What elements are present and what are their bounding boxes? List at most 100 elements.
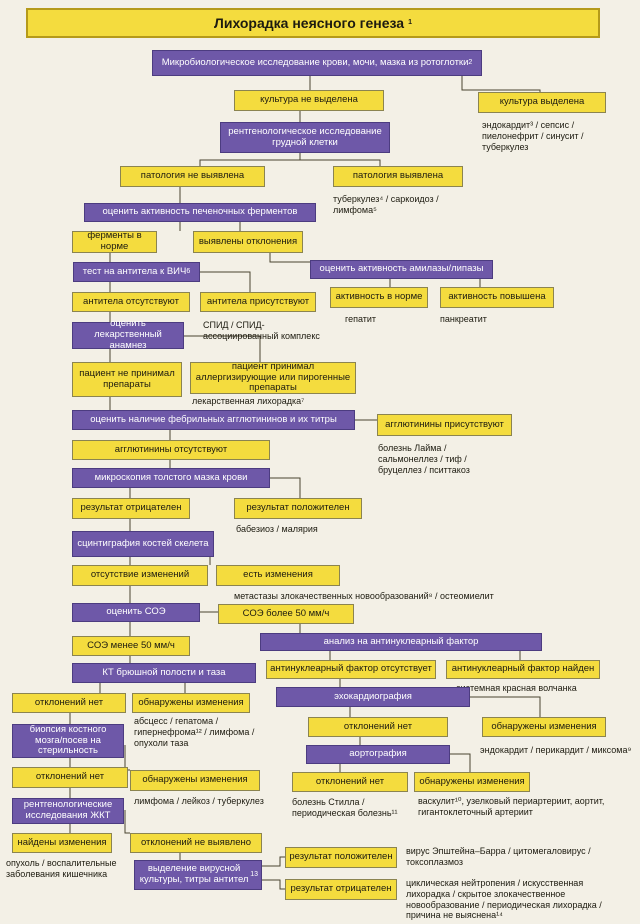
node-liver-label: оценить активность печеночных ферментов xyxy=(102,206,298,218)
node-smear: микроскопия толстого мазка крови xyxy=(72,468,270,488)
node-no-drug: пациент не принимал препараты xyxy=(72,362,182,397)
node-gi: рентгенологические исследования ЖКТ xyxy=(12,798,124,824)
node-enz-abn: выявлены отклонения xyxy=(193,231,303,253)
node-scint-label: сцинтиграфия костей скелета xyxy=(77,537,209,549)
note-gi: опухоль / воспалительные заболевания киш… xyxy=(6,858,117,879)
node-amyl-norm-label: активность в норме xyxy=(335,291,423,303)
note-echo: эндокардит / перикардит / миксома⁹ xyxy=(480,745,632,755)
node-esr: оценить СОЭ xyxy=(72,603,200,622)
node-smear-label: микроскопия толстого мазка крови xyxy=(94,471,248,483)
node-aorto-neg: отклонений нет xyxy=(292,772,408,792)
node-esr-lo-label: СОЭ менее 50 мм/ч xyxy=(87,639,175,651)
node-aggl: оценить наличие фебрильных агглютининов … xyxy=(72,410,355,430)
node-cult-pos: культура выделена xyxy=(478,92,606,113)
node-yes-drug: пациент принимал аллергизирующие или пир… xyxy=(190,360,356,394)
node-viral-label: выделение вирусной культуры, титры антит… xyxy=(139,863,249,885)
node-echo-neg-label: отклонений нет xyxy=(343,720,413,732)
node-hiv-label: тест на антитела к ВИЧ xyxy=(82,265,187,277)
note-smear: бабезиоз / малярия xyxy=(236,524,318,534)
node-esr-hi: СОЭ более 50 мм/ч xyxy=(218,604,354,624)
node-ana-pos-label: антинуклеарный фактор найден xyxy=(451,663,595,675)
node-aorto-pos: обнаружены изменения xyxy=(414,772,530,792)
note-scint: метастазы злокачественных новообразовани… xyxy=(234,591,494,601)
node-no-drug-label: пациент не принимал препараты xyxy=(79,367,175,390)
node-xray-label: рентгенологическое исследование грудной … xyxy=(228,125,382,148)
node-ana-neg-label: антинуклеарный фактор отсутствует xyxy=(270,663,432,675)
node-yes-drug-label: пациент принимал аллергизирующие или пир… xyxy=(195,360,351,394)
node-amylase-label: оценить активность амилазы/липазы xyxy=(319,263,484,275)
note-bio: лимфома / лейкоз / туберкулез xyxy=(134,796,264,806)
node-ab-neg-label: антитела отсутствуют xyxy=(83,295,179,307)
node-echo-label: эхокардиография xyxy=(334,690,412,702)
node-scint-none: отсутствие изменений xyxy=(72,565,208,586)
node-ab-neg: антитела отсутствуют xyxy=(72,292,190,312)
node-micro-label: Микробиологическое исследование крови, м… xyxy=(161,56,469,68)
node-esr-lo: СОЭ менее 50 мм/ч xyxy=(72,636,190,656)
note-pancr: панкреатит xyxy=(440,314,487,324)
node-gi-neg: отклонений не выявлено xyxy=(130,833,262,853)
node-ana-label: анализ на антинуклеарный фактор xyxy=(323,635,479,647)
node-aggl-pos-label: агглютинины присутствуют xyxy=(385,418,504,430)
note-final: циклическая нейтропения / искусственная … xyxy=(406,878,602,921)
node-biopsy-label: биопсия костного мозга/посев на стерильн… xyxy=(29,723,107,757)
node-enz-abn-label: выявлены отклонения xyxy=(198,235,298,247)
node-aggl-neg-label: агглютинины отсутствуют xyxy=(114,443,228,455)
node-amyl-norm: активность в норме xyxy=(330,287,428,308)
node-path-neg: патология не выявлена xyxy=(120,166,265,187)
node-scint-yes-label: есть изменения xyxy=(243,569,313,581)
note-ct: абсцесс / гепатома / гипернефрома¹² / ли… xyxy=(134,716,255,748)
node-aggl-neg: агглютинины отсутствуют xyxy=(72,440,270,460)
node-ana-neg: антинуклеарный фактор отсутствует xyxy=(266,660,436,679)
node-viral: выделение вирусной культуры, титры антит… xyxy=(134,860,262,890)
node-gi-label: рентгенологические исследования ЖКТ xyxy=(23,799,113,821)
node-ct-neg-label: отклонений нет xyxy=(34,696,104,708)
node-path-pos-label: патология выявлена xyxy=(352,170,444,182)
node-path-pos: патология выявлена xyxy=(333,166,463,187)
note-aids: СПИД / СПИД-ассоциированный комплекс xyxy=(203,320,320,341)
note-path: туберкулез⁴ / саркоидоз / лимфома⁵ xyxy=(333,194,439,215)
node-smear-neg: результат отрицателен xyxy=(72,498,190,519)
node-ab-pos-label: антитела присутствуют xyxy=(206,295,310,307)
note-aggl: болезнь Лайма / сальмонеллез / тиф / бру… xyxy=(378,443,470,475)
node-micro: Микробиологическое исследование крови, м… xyxy=(152,50,482,76)
node-path-neg-label: патология не выявлена xyxy=(140,170,245,182)
node-cult-pos-label: культура выделена xyxy=(499,96,585,108)
node-ct: КТ брюшной полости и таза xyxy=(72,663,256,683)
node-gi-pos: найдены изменения xyxy=(12,833,112,853)
node-ct-label: КТ брюшной полости и таза xyxy=(102,666,226,678)
node-cult-neg: культура не выделена xyxy=(234,90,384,111)
node-liver: оценить активность печеночных ферментов xyxy=(84,203,316,222)
note-still: болезнь Стилла / периодическая болезнь¹¹ xyxy=(292,797,398,818)
node-drug: оценить лекарственный анамнез xyxy=(72,318,184,351)
node-vir-pos: результат положителен xyxy=(285,847,397,868)
node-gi-neg-label: отклонений не выявлено xyxy=(140,836,252,848)
node-aorto-pos-label: обнаружены изменения xyxy=(419,775,525,787)
node-smear-pos: результат положителен xyxy=(234,498,362,519)
node-enz-norm: ферменты в норме xyxy=(72,230,157,253)
node-esr-label: оценить СОЭ xyxy=(106,606,166,618)
node-enz-norm-label: ферменты в норме xyxy=(87,230,142,252)
node-ana: анализ на антинуклеарный фактор xyxy=(260,633,542,651)
node-aorto-label: аортография xyxy=(349,748,407,760)
node-echo-pos: обнаружены изменения xyxy=(482,717,606,737)
node-biopsy: биопсия костного мозга/посев на стерильн… xyxy=(12,724,124,758)
node-ab-pos: антитела присутствуют xyxy=(200,292,316,312)
node-smear-neg-label: результат отрицателен xyxy=(80,502,182,514)
node-hiv-ref: 6 xyxy=(186,267,191,275)
node-drug-label: оценить лекарственный анамнез xyxy=(94,318,162,351)
node-bio-pos: обнаружены изменения xyxy=(130,770,260,791)
node-ct-pos: обнаружены изменения xyxy=(132,693,250,713)
node-bio-pos-label: обнаружены изменения xyxy=(142,774,248,786)
node-vir-neg-label: результат отрицателен xyxy=(290,883,392,895)
node-scint-yes: есть изменения xyxy=(216,565,340,586)
node-aorto: аортография xyxy=(306,745,450,764)
node-xray: рентгенологическое исследование грудной … xyxy=(220,122,390,153)
node-scint-none-label: отсутствие изменений xyxy=(90,569,190,581)
node-bio-neg-label: отклонений нет xyxy=(35,771,105,783)
note-cult: эндокардит³ / сепсис / пиелонефрит / син… xyxy=(482,120,584,152)
node-amyl-high-label: активность повышена xyxy=(448,291,546,303)
node-ct-neg: отклонений нет xyxy=(12,693,126,713)
title-text: Лихорадка неясного генеза xyxy=(214,14,405,31)
node-esr-hi-label: СОЭ более 50 мм/ч xyxy=(242,607,330,619)
